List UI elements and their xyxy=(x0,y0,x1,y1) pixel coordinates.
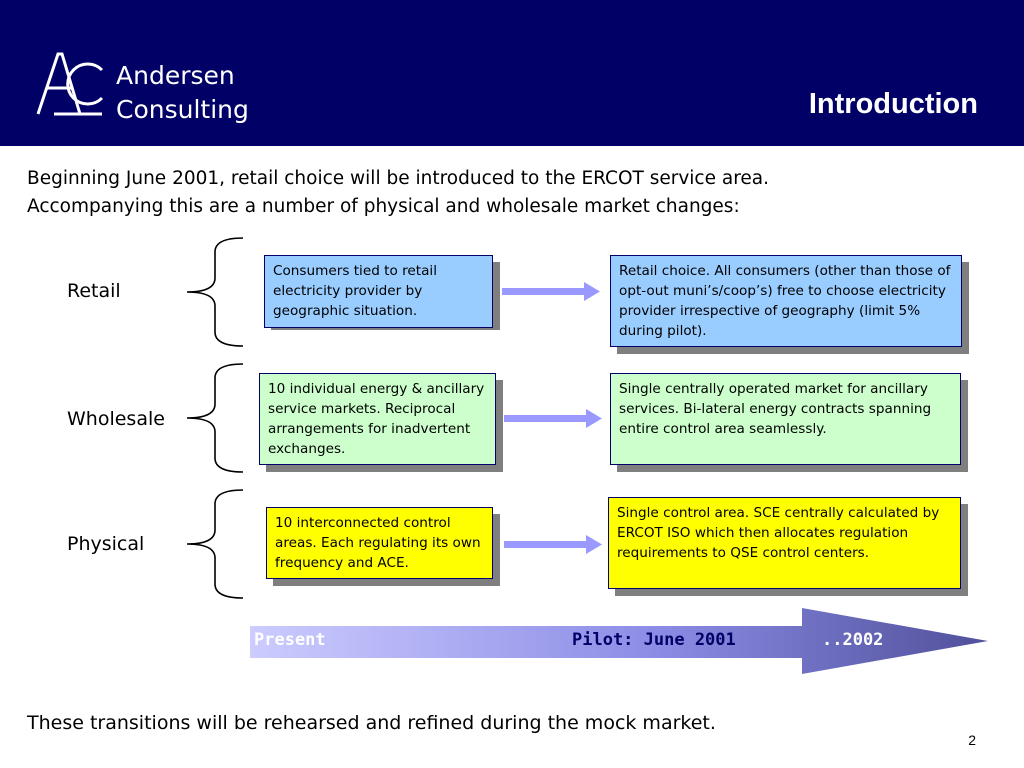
row-label-physical: Physical xyxy=(67,533,145,555)
timeline-label-future: ..2002 xyxy=(822,630,884,650)
left-brace-icon xyxy=(186,363,244,473)
intro-text: Beginning June 2001, retail choice will … xyxy=(27,165,987,221)
physical-future-box: Single control area. SCE centrally calcu… xyxy=(608,497,961,589)
header-bar: Andersen Consulting Introduction xyxy=(0,0,1024,146)
timeline-arrow-icon xyxy=(250,608,988,674)
wholesale-future-box: Single centrally operated market for anc… xyxy=(610,373,961,465)
retail-present-box: Consumers tied to retail electricity pro… xyxy=(264,255,493,328)
logo-text-andersen: Andersen xyxy=(116,61,235,90)
left-brace-icon xyxy=(186,237,244,347)
footer-text: These transitions will be rehearsed and … xyxy=(27,712,716,734)
right-arrow-icon xyxy=(502,282,600,301)
timeline-label-present: Present xyxy=(254,630,326,650)
retail-future-box: Retail choice. All consumers (other than… xyxy=(610,255,962,347)
right-arrow-icon xyxy=(504,409,602,428)
right-arrow-icon xyxy=(504,535,602,554)
intro-line-1: Beginning June 2001, retail choice will … xyxy=(27,168,770,189)
page-number: 2 xyxy=(968,732,976,748)
intro-line-2: Accompanying this are a number of physic… xyxy=(27,196,740,217)
timeline: Present Pilot: June 2001 ..2002 xyxy=(250,608,990,682)
wholesale-present-box: 10 individual energy & ancillary service… xyxy=(259,373,496,465)
logo-text-consulting: Consulting xyxy=(116,95,249,124)
left-brace-icon xyxy=(186,489,244,599)
row-label-wholesale: Wholesale xyxy=(67,408,165,430)
ac-monogram-icon xyxy=(36,52,104,116)
row-label-retail: Retail xyxy=(67,280,121,302)
timeline-label-pilot: Pilot: June 2001 xyxy=(572,630,736,650)
physical-present-box: 10 interconnected control areas. Each re… xyxy=(266,507,493,579)
page-title: Introduction xyxy=(808,88,978,120)
company-logo: Andersen Consulting xyxy=(36,52,249,124)
